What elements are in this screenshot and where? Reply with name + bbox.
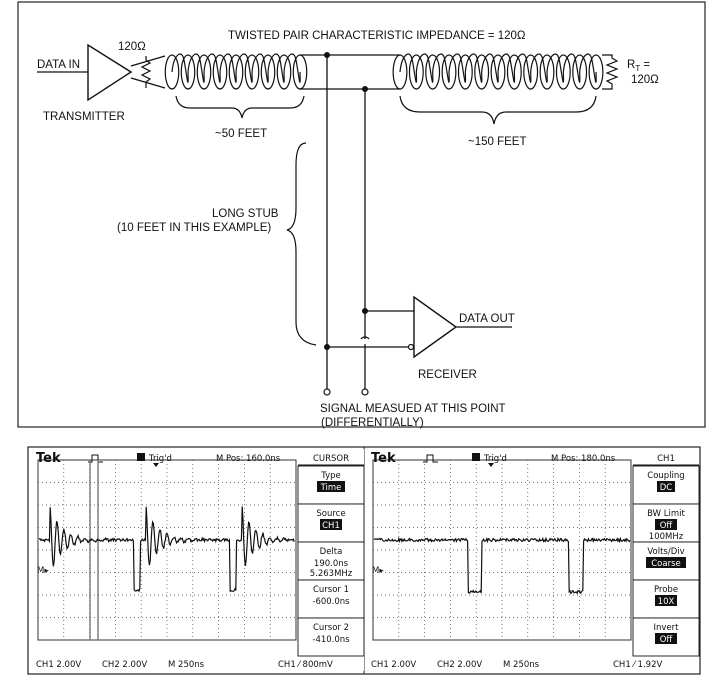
data-in-label: DATA IN — [37, 59, 80, 71]
probe-point — [324, 389, 330, 395]
menu-item-label: Volts/Div — [647, 547, 684, 557]
junction-dot — [362, 308, 368, 314]
trigger-icon — [137, 453, 145, 461]
scope-menu: CURSOR TypeTimeSourceCH1Delta 190.0ns5.263… — [298, 454, 364, 656]
junction-dot — [324, 344, 330, 350]
scope-screen-left: Tek Trig'd M Pos: 160.0ns CURSOR TypeTimeSou… — [34, 449, 364, 671]
source-resistor-label: 120Ω — [118, 41, 146, 53]
inverting-input-bubble — [409, 345, 414, 350]
m-position: M Pos: 180.0ns — [551, 454, 616, 464]
menu-item[interactable]: InvertOff — [633, 618, 699, 656]
menu-item-label: Cursor 2 — [313, 623, 349, 633]
ch1-scale: CH1 2.00V — [36, 660, 81, 670]
stub-label-1: LONG STUB — [212, 208, 279, 220]
trigger-level: CH1 ⁄ 1.92V — [613, 660, 662, 670]
timebase: M 250ns — [168, 660, 205, 670]
schematic: TWISTED PAIR CHARACTERISTIC IMPEDANCE = … — [18, 2, 705, 429]
ch2-scale: CH2 2.00V — [437, 660, 482, 670]
trigger-status: Trig'd — [483, 454, 507, 464]
menu-title: CH1 — [657, 454, 675, 464]
menu-item-value: Off — [660, 635, 674, 645]
ch2-scale: CH2 2.00V — [102, 660, 147, 670]
menu-item-value: CH1 — [322, 521, 340, 531]
menu-item-value: 5.263MHz — [310, 569, 353, 579]
menu-item[interactable]: BW LimitOff100MHz — [633, 504, 699, 542]
menu-item[interactable]: SourceCH1 — [298, 504, 364, 542]
scope-brand: Tek — [371, 451, 396, 466]
scope-screen-right: TekTrig'dM Pos: 180.0nsCH1CouplingDCBW L… — [369, 449, 699, 671]
menu-item-value: Time — [320, 483, 342, 493]
menu-item-label: Invert — [654, 623, 680, 633]
probe-point — [362, 389, 368, 395]
menu-item[interactable]: Volts/DivCoarse — [633, 542, 699, 580]
menu-item-label: BW Limit — [647, 509, 685, 519]
measure-label-1: SIGNAL MEASUED AT THIS POINT — [320, 403, 506, 415]
menu-item-label: Source — [316, 509, 345, 519]
data-out-label: DATA OUT — [459, 313, 515, 325]
rt-value: 120Ω — [631, 74, 659, 86]
receiver-label: RECEIVER — [418, 369, 477, 381]
menu-item-value: 190.0ns — [314, 559, 349, 569]
menu-item-value: Coarse — [651, 559, 681, 569]
trigger-level: CH1 ⁄ 800mV — [278, 660, 333, 670]
scope-brand: Tek — [36, 451, 61, 466]
scope-menu: CH1CouplingDCBW LimitOff100MHzVolts/DivC… — [633, 454, 699, 656]
len-right-label: ~150 FEET — [468, 136, 527, 148]
menu-item-label: Type — [320, 471, 341, 481]
ground-marker: M▸ — [372, 566, 384, 576]
menu-item-value: 10X — [658, 597, 675, 607]
menu-item-value: -410.0ns — [312, 635, 350, 645]
menu-item[interactable]: CouplingDC — [633, 466, 699, 504]
stub-label-2: (10 FEET IN THIS EXAMPLE) — [117, 222, 271, 234]
junction-dot — [362, 86, 368, 92]
menu-item-label: Probe — [654, 585, 678, 595]
menu-item-value: -600.0ns — [312, 597, 350, 607]
menu-item-label: Cursor 1 — [313, 585, 349, 595]
measure-label-2: (DIFFERENTIALLY) — [321, 417, 424, 429]
ground-marker: M▸ — [37, 566, 49, 576]
len-left-label: ~50 FEET — [215, 128, 267, 140]
trigger-icon — [472, 453, 480, 461]
ch1-scale: CH1 2.00V — [371, 660, 416, 670]
m-position: M Pos: 160.0ns — [216, 454, 281, 464]
trigger-status: Trig'd — [148, 454, 172, 464]
menu-title: CURSOR — [313, 454, 349, 464]
menu-item[interactable]: Delta 190.0ns5.263MHz — [298, 542, 364, 580]
menu-item-value: Off — [660, 521, 674, 531]
menu-item[interactable]: Cursor 2 -410.0ns — [298, 618, 364, 656]
menu-item-label: Coupling — [647, 471, 684, 481]
menu-item-value: DC — [660, 483, 673, 493]
timebase: M 250ns — [503, 660, 540, 670]
transmitter-label: TRANSMITTER — [43, 111, 125, 123]
title-text: TWISTED PAIR CHARACTERISTIC IMPEDANCE = … — [228, 30, 526, 42]
menu-item-label: Delta — [320, 547, 343, 557]
menu-item[interactable]: TypeTime — [298, 466, 364, 504]
junction-dot — [324, 52, 330, 58]
menu-item[interactable]: Cursor 1 -600.0ns — [298, 580, 364, 618]
menu-item-extra: 100MHz — [649, 532, 684, 542]
menu-item[interactable]: Probe 10X — [633, 580, 699, 618]
